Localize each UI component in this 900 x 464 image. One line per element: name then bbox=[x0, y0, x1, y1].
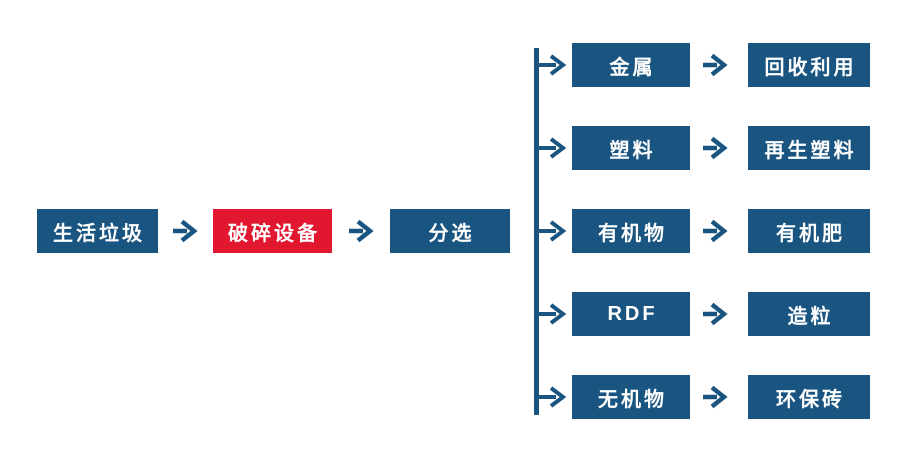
arrow-right-icon bbox=[537, 54, 567, 76]
node-result-eco-brick: 环保砖 bbox=[748, 375, 870, 419]
node-output-plastic: 塑料 bbox=[572, 126, 690, 170]
node-label: 金属 bbox=[609, 56, 656, 79]
node-label: RDF bbox=[607, 302, 658, 325]
node-output-rdf: RDF bbox=[572, 292, 690, 336]
node-label: 回收利用 bbox=[764, 56, 857, 79]
node-label: 再生塑料 bbox=[764, 139, 857, 162]
node-label: 造粒 bbox=[787, 305, 834, 328]
arrow-right-icon bbox=[703, 302, 728, 326]
node-label: 有机物 bbox=[598, 222, 667, 245]
node-label: 环保砖 bbox=[776, 388, 845, 411]
node-output-metal: 金属 bbox=[572, 43, 690, 87]
node-result-recycled-plastic: 再生塑料 bbox=[748, 126, 870, 170]
node-label: 无机物 bbox=[598, 388, 667, 411]
node-label: 塑料 bbox=[609, 139, 656, 162]
node-label: 破碎设备 bbox=[228, 222, 320, 245]
node-result-recycling: 回收利用 bbox=[748, 43, 870, 87]
arrow-right-icon bbox=[173, 219, 198, 243]
node-sorting: 分选 bbox=[390, 209, 510, 253]
node-crushing-equipment: 破碎设备 bbox=[213, 209, 332, 253]
arrow-right-icon bbox=[537, 137, 567, 159]
node-label: 分选 bbox=[428, 222, 475, 245]
arrow-right-icon bbox=[703, 53, 728, 77]
arrow-right-icon bbox=[703, 219, 728, 243]
node-result-organic-fertilizer: 有机肥 bbox=[748, 209, 870, 253]
arrow-right-icon bbox=[537, 303, 567, 325]
node-label: 生活垃圾 bbox=[53, 222, 145, 245]
arrow-right-icon bbox=[703, 385, 728, 409]
arrow-right-icon bbox=[537, 220, 567, 242]
arrow-right-icon bbox=[349, 219, 374, 243]
node-result-granulation: 造粒 bbox=[748, 292, 870, 336]
node-household-waste: 生活垃圾 bbox=[37, 209, 158, 253]
node-output-organic: 有机物 bbox=[572, 209, 690, 253]
arrow-right-icon bbox=[537, 386, 567, 408]
trunk-connector-line bbox=[534, 48, 539, 415]
arrow-right-icon bbox=[703, 136, 728, 160]
node-label: 有机肥 bbox=[776, 222, 845, 245]
node-output-inorganic: 无机物 bbox=[572, 375, 690, 419]
